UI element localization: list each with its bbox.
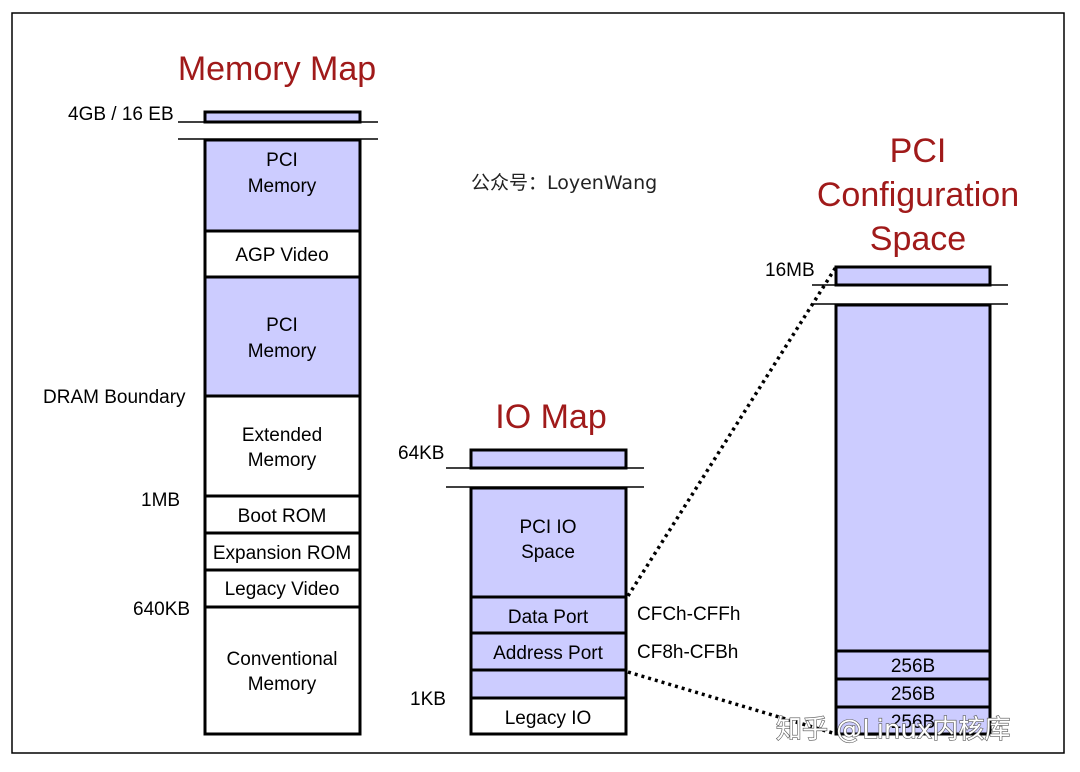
memory-cell-label: PCI (266, 315, 298, 336)
pci-config-top-cap (834, 265, 992, 287)
memory-cell-label: Conventional (227, 649, 338, 670)
memory-cell-extended-memory (203, 394, 362, 498)
pci-config-title-line-3: Space (870, 220, 966, 258)
pci-config-block-label: 256B (891, 656, 935, 677)
memory-map-top-cap (203, 110, 362, 124)
io-cell-label: Data Port (508, 607, 589, 628)
outer-frame (11, 12, 1065, 754)
io-cell-label: Address Port (493, 643, 604, 664)
pci-config-block-2 (834, 677, 992, 709)
memory-cell-agp-video (203, 229, 362, 279)
pci-config-column: 256B 256B 256B (812, 265, 1008, 736)
io-map-top-cap (469, 448, 628, 470)
memory-cell-label: Memory (248, 341, 317, 362)
memory-cell-label: Memory (248, 674, 317, 695)
io-cell-label: Space (521, 542, 575, 563)
memory-cell-boot-rom (203, 494, 362, 535)
memory-cell-label: PCI (266, 150, 298, 171)
pci-config-block-label: 256B (891, 684, 935, 705)
io-cell-label: PCI IO (519, 517, 576, 538)
one-kb-label: 1KB (410, 689, 446, 710)
pci-config-block-3 (834, 705, 992, 736)
connector-bottom-dotted-line (627, 670, 837, 736)
pci-config-main-area (834, 303, 992, 653)
memory-map-top-label: 4GB / 16 EB (68, 104, 174, 125)
io-map-title: IO Map (495, 398, 606, 436)
io-cell-label: Legacy IO (505, 708, 592, 729)
memory-cell-label: Memory (248, 450, 317, 471)
640kb-label: 640KB (133, 599, 190, 620)
memory-cell-label: Boot ROM (238, 506, 327, 527)
memory-cell-conventional-memory (203, 605, 362, 736)
connector-top-dotted-line (626, 266, 838, 597)
io-cell-pci-io-space (469, 486, 628, 599)
one-mb-label: 1MB (141, 490, 180, 511)
io-cell-empty (469, 668, 628, 700)
memory-cell-label: Legacy Video (225, 579, 340, 600)
memory-cell-expansion-rom (203, 531, 362, 572)
io-map-top-label: 64KB (398, 443, 444, 464)
watermark-corner: 知乎 @Linux内核库 (776, 715, 1010, 745)
pci-config-block-label: 256B (891, 712, 935, 733)
memory-cell-label: Expansion ROM (213, 543, 351, 564)
io-cell-data-port (469, 595, 628, 635)
memory-map-column: PCI Memory AGP Video PCI Memory Extended… (178, 110, 378, 736)
memory-cell-pci-memory-2 (203, 275, 362, 398)
memory-cell-pci-memory-1 (203, 138, 362, 233)
data-port-range-label: CFCh-CFFh (637, 604, 740, 625)
io-cell-legacy-io (469, 696, 628, 736)
pci-config-title-line-1: PCI (890, 132, 947, 170)
io-cell-address-port (469, 631, 628, 672)
watermark-center: 公众号：LoyenWang (471, 172, 657, 194)
address-port-range-label: CF8h-CFBh (637, 642, 738, 663)
memory-map-title: Memory Map (178, 50, 376, 88)
dram-boundary-label: DRAM Boundary (43, 387, 186, 408)
pci-config-top-label: 16MB (765, 260, 815, 281)
memory-cell-label: Memory (248, 176, 317, 197)
io-map-column: PCI IO Space Data Port Address Port Lega… (446, 448, 644, 736)
memory-cell-label: AGP Video (235, 245, 328, 266)
pci-config-title-line-2: Configuration (817, 176, 1019, 214)
memory-cell-label: Extended (242, 425, 322, 446)
